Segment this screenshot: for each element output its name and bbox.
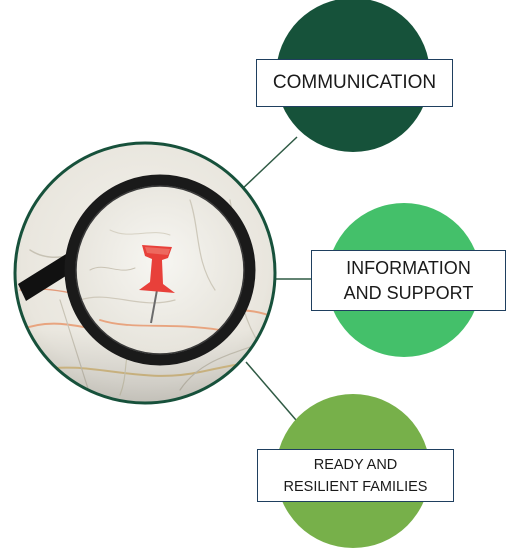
hub-image (13, 141, 277, 405)
label-communication: COMMUNICATION (256, 59, 453, 107)
hub-ring (13, 141, 277, 405)
label-ready-and-resilient-families: READY AND RESILIENT FAMILIES (257, 449, 454, 502)
label-information-and-support: INFORMATION AND SUPPORT (311, 250, 506, 311)
connector-communication (239, 136, 298, 192)
connector-ready (245, 361, 297, 421)
push-pin-icon (139, 245, 175, 324)
